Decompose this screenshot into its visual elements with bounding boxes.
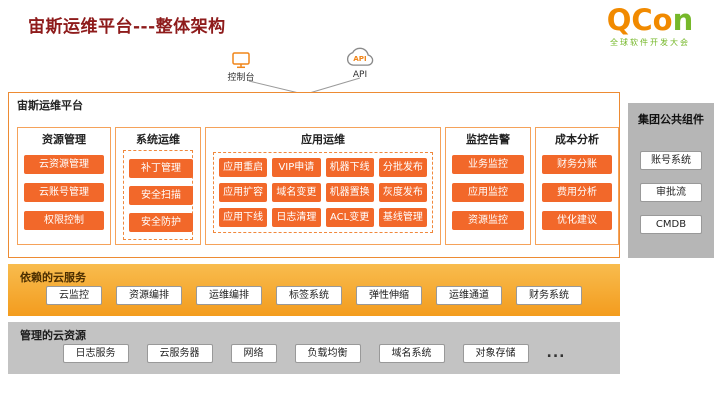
component-tag: CMDB	[640, 215, 702, 234]
feature-tag: 应用监控	[452, 183, 524, 203]
logo-brand-green: n	[672, 3, 694, 37]
console-icon	[232, 52, 250, 69]
resource-tag: 日志服务	[62, 344, 129, 363]
feature-tag: ACL变更	[325, 208, 374, 228]
column-system-ops: 系统运维 补丁管理 安全扫描 安全防护	[115, 127, 201, 245]
service-tag: 标签系统	[276, 286, 342, 305]
api-label: API	[352, 70, 368, 80]
service-tag: 云监控	[46, 286, 102, 305]
console-icon-group: 控制台	[221, 52, 261, 83]
column-cost-analysis: 成本分析 财务分账 费用分析 优化建议	[535, 127, 619, 245]
service-tag: 运维编排	[196, 286, 262, 305]
feature-tag: 机器置换	[325, 183, 374, 203]
api-cloud-text: API	[353, 54, 366, 63]
feature-tag: 机器下线	[325, 158, 374, 178]
feature-tag: VIP申请	[272, 158, 321, 178]
component-tag: 账号系统	[640, 151, 702, 170]
feature-tag: 基线管理	[378, 208, 427, 228]
column-app-ops: 应用运维 应用重启 VIP申请 机器下线 分批发布 应用扩容 域名变更 机器置换…	[205, 127, 441, 245]
more-ellipsis: ...	[546, 345, 566, 361]
dependent-services-band: 依赖的云服务 云监控 资源编排 运维编排 标签系统 弹性伸缩 运维通道 财务系统	[8, 264, 620, 316]
feature-tag: 补丁管理	[129, 159, 193, 179]
feature-tag: 权限控制	[24, 211, 104, 231]
feature-tag: 应用下线	[219, 208, 268, 228]
feature-tag: 安全防护	[129, 213, 193, 233]
service-tag: 财务系统	[516, 286, 582, 305]
managed-resources-band: 管理的云资源 日志服务 云服务器 网络 负载均衡 域名系统 对象存储 ...	[8, 322, 620, 374]
qcon-logo: QCon 全球软件开发大会	[592, 5, 708, 48]
component-tag: 审批流	[640, 183, 702, 202]
sidebar-title: 集团公共组件	[638, 113, 704, 126]
logo-brand-orange: QCo	[606, 3, 673, 37]
feature-tag: 财务分账	[542, 155, 612, 175]
column-title: 资源管理	[42, 133, 86, 146]
managed-resources-row: 日志服务 云服务器 网络 负载均衡 域名系统 对象存储 ...	[8, 344, 620, 363]
qcon-logo-text: QCon	[592, 5, 708, 35]
feature-tag: 应用重启	[219, 158, 268, 178]
dependent-services-row: 云监控 资源编排 运维编排 标签系统 弹性伸缩 运维通道 财务系统	[8, 286, 620, 305]
platform-box: 宙斯运维平台 资源管理 云资源管理 云账号管理 权限控制 系统运维 补丁管理 安…	[8, 92, 620, 258]
resource-tag: 云服务器	[146, 344, 213, 363]
console-label: 控制台	[227, 73, 255, 83]
service-tag: 资源编排	[116, 286, 182, 305]
column-title: 系统运维	[136, 133, 180, 146]
dashed-group: 补丁管理 安全扫描 安全防护	[123, 150, 193, 241]
service-tag: 运维通道	[436, 286, 502, 305]
feature-tag: 费用分析	[542, 183, 612, 203]
shared-components-panel: 集团公共组件 账号系统 审批流 CMDB	[628, 103, 714, 258]
platform-title: 宙斯运维平台	[17, 99, 83, 112]
resource-tag: 对象存储	[462, 344, 529, 363]
feature-tag: 云资源管理	[24, 155, 104, 175]
column-title: 监控告警	[466, 133, 510, 146]
resource-tag: 域名系统	[378, 344, 445, 363]
dashed-group: 应用重启 VIP申请 机器下线 分批发布 应用扩容 域名变更 机器置换 灰度发布…	[213, 152, 433, 234]
feature-tag: 灰度发布	[378, 183, 427, 203]
band-title: 管理的云资源	[20, 329, 86, 342]
feature-tag: 域名变更	[272, 183, 321, 203]
api-cloud-icon: API	[346, 47, 374, 66]
resource-tag: 网络	[230, 344, 277, 363]
feature-tag: 资源监控	[452, 211, 524, 231]
column-resource-mgmt: 资源管理 云资源管理 云账号管理 权限控制	[17, 127, 111, 245]
service-tag: 弹性伸缩	[356, 286, 422, 305]
column-title: 应用运维	[301, 133, 345, 146]
qcon-logo-subtitle: 全球软件开发大会	[610, 38, 690, 48]
column-title: 成本分析	[555, 133, 599, 146]
feature-tag: 云账号管理	[24, 183, 104, 203]
feature-tag: 优化建议	[542, 211, 612, 231]
column-monitoring: 监控告警 业务监控 应用监控 资源监控	[445, 127, 531, 245]
feature-tag: 业务监控	[452, 155, 524, 175]
feature-tag: 日志清理	[272, 208, 321, 228]
feature-tag: 应用扩容	[219, 183, 268, 203]
resource-tag: 负载均衡	[294, 344, 361, 363]
feature-tag: 分批发布	[378, 158, 427, 178]
band-title: 依赖的云服务	[20, 271, 86, 284]
api-icon-group: API API	[340, 45, 380, 80]
page-title: 宙斯运维平台---整体架构	[28, 17, 226, 37]
feature-tag: 安全扫描	[129, 186, 193, 206]
